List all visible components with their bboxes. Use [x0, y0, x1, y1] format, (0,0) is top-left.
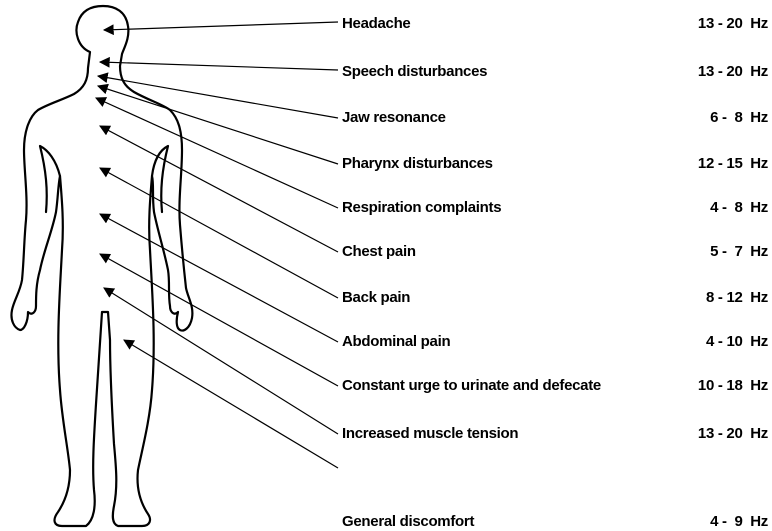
- freq-respiration-complaints: 4 - 8 Hz: [710, 199, 768, 216]
- label-abdominal-pain: Abdominal pain: [342, 333, 450, 350]
- arrow-lines: [96, 22, 338, 468]
- right-arm-inner-line: [152, 146, 168, 212]
- arrow-jaw-resonance: [98, 76, 338, 118]
- label-chest-pain: Chest pain: [342, 243, 416, 260]
- label-back-pain: Back pain: [342, 289, 410, 306]
- human-body-outline: [11, 6, 192, 526]
- freq-muscle-tension: 13 - 20 Hz: [698, 425, 768, 442]
- freq-back-pain: 8 - 12 Hz: [706, 289, 768, 306]
- arrow-respiration-complaints: [96, 98, 338, 208]
- label-general-discomfort: General discomfort: [342, 513, 474, 530]
- freq-urge-urinate-defecate: 10 - 18 Hz: [698, 377, 768, 394]
- arrow-general-discomfort: [124, 340, 338, 468]
- arrow-pharynx-disturbances: [98, 86, 338, 164]
- arrow-headache: [104, 22, 338, 30]
- label-respiration-complaints: Respiration complaints: [342, 199, 501, 216]
- label-muscle-tension: Increased muscle tension: [342, 425, 518, 442]
- arrow-muscle-tension: [104, 288, 338, 434]
- arrow-speech-disturbances: [100, 62, 338, 70]
- freq-pharynx-disturbances: 12 - 15 Hz: [698, 155, 768, 172]
- freq-general-discomfort: 4 - 9 Hz: [710, 513, 768, 530]
- label-headache: Headache: [342, 15, 410, 32]
- label-urge-urinate-defecate: Constant urge to urinate and defecate: [342, 377, 601, 394]
- freq-speech-disturbances: 13 - 20 Hz: [698, 63, 768, 80]
- freq-chest-pain: 5 - 7 Hz: [710, 243, 768, 260]
- freq-abdominal-pain: 4 - 10 Hz: [706, 333, 768, 350]
- label-jaw-resonance: Jaw resonance: [342, 109, 446, 126]
- symptom-labels: Headache Speech disturbances Jaw resonan…: [342, 15, 601, 530]
- freq-headache: 13 - 20 Hz: [698, 15, 768, 32]
- label-speech-disturbances: Speech disturbances: [342, 63, 487, 80]
- frequency-values: 13 - 20 Hz 13 - 20 Hz 6 - 8 Hz 12 - 15 H…: [698, 15, 768, 530]
- label-pharynx-disturbances: Pharynx disturbances: [342, 155, 493, 172]
- arrow-urge-urinate-defecate: [100, 254, 338, 386]
- freq-jaw-resonance: 6 - 8 Hz: [710, 109, 768, 126]
